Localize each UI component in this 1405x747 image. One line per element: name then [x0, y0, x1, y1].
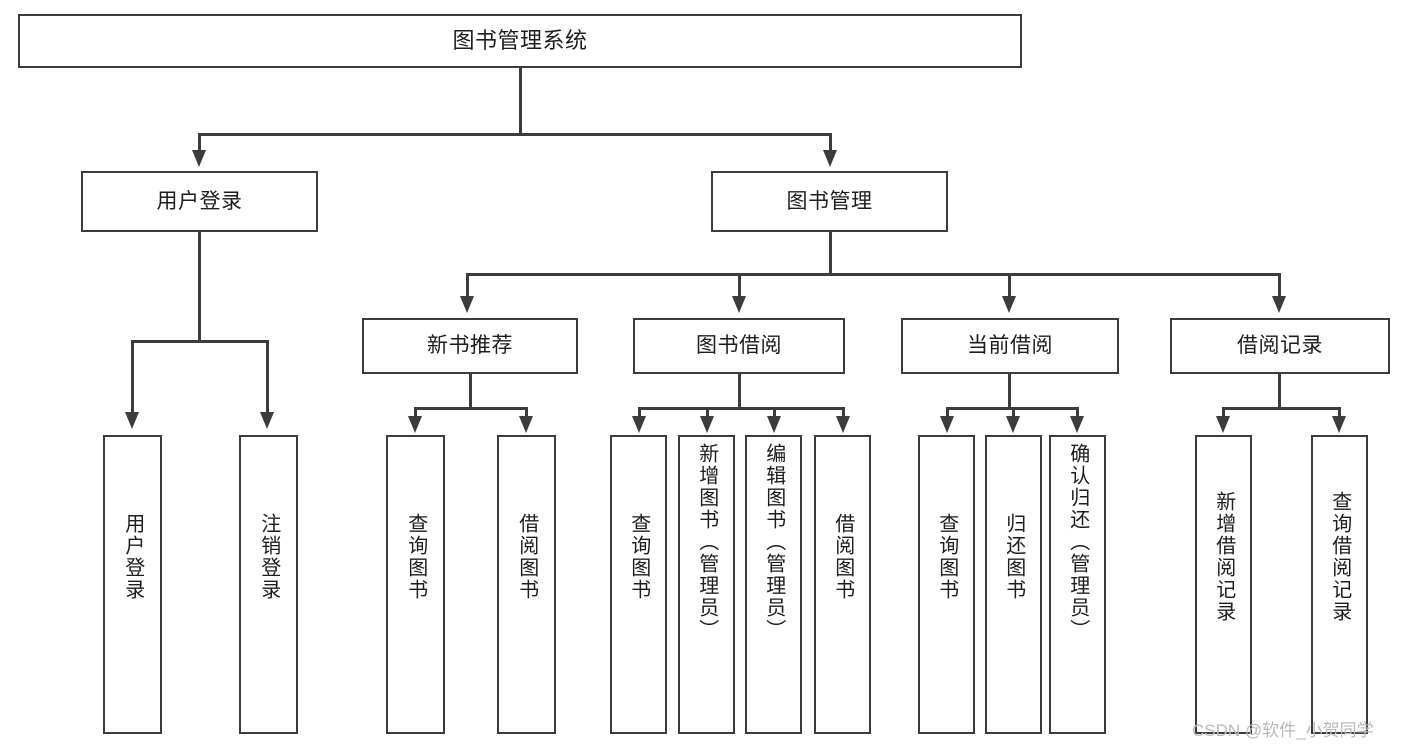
- arrowhead-leaf-query-book-1: [408, 416, 422, 433]
- arrowhead-leaf-query-book-2: [632, 416, 646, 433]
- connector-bb-drop-1: [638, 407, 641, 419]
- leaf-edit-book[interactable]: 编辑图书（管理员）: [745, 435, 802, 734]
- node-book-management[interactable]: 图书管理: [711, 171, 948, 232]
- leaf-confirm-return[interactable]: 确认归还（管理员）: [1049, 435, 1106, 734]
- node-label: 查询借阅记录: [1328, 491, 1351, 623]
- arrowhead-leaf-logout: [260, 412, 274, 429]
- node-label: 编辑图书（管理员）: [762, 443, 785, 641]
- node-book-management-system[interactable]: 图书管理系统: [18, 14, 1022, 68]
- connector-root-to-book-management: [829, 133, 832, 153]
- node-label: 图书借阅: [696, 334, 782, 358]
- arrowhead-leaf-user-login: [125, 412, 139, 429]
- node-borrow-record[interactable]: 借阅记录: [1170, 318, 1390, 374]
- connector-bm-drop-3: [1008, 273, 1011, 299]
- leaf-borrow-book-2[interactable]: 借阅图书: [814, 435, 871, 734]
- node-label: 查询图书: [935, 513, 958, 601]
- arrowhead-leaf-confirm-return: [1070, 416, 1084, 433]
- leaf-user-login[interactable]: 用户登录: [103, 435, 162, 734]
- connector-cb-drop-1: [946, 407, 949, 419]
- node-label: 借阅记录: [1237, 334, 1323, 358]
- node-label: 用户登录: [156, 189, 243, 213]
- connector-cb-stem: [1008, 374, 1011, 410]
- node-label: 新书推荐: [427, 334, 513, 358]
- node-label: 新增借阅记录: [1212, 491, 1235, 623]
- node-label: 归还图书: [1002, 513, 1025, 601]
- csdn-watermark: CSDN @软件_小贺同学: [1192, 721, 1374, 740]
- arrowhead-leaf-borrow-book-1: [519, 416, 533, 433]
- leaf-query-book-1[interactable]: 查询图书: [386, 435, 445, 734]
- connector-root-to-user-login: [198, 133, 201, 153]
- connector-user-login-drop-2: [266, 340, 269, 415]
- node-label: 借阅图书: [831, 513, 854, 601]
- connector-book-management-stem: [829, 232, 832, 275]
- node-current-borrow[interactable]: 当前借阅: [901, 318, 1119, 374]
- node-book-borrow[interactable]: 图书借阅: [633, 318, 845, 374]
- node-user-login[interactable]: 用户登录: [81, 171, 318, 232]
- arrowhead-leaf-query-record: [1332, 416, 1346, 433]
- connector-cb-drop-3: [1076, 407, 1079, 419]
- arrowhead-new-book-recommend: [460, 296, 474, 313]
- connector-user-login-stem: [198, 232, 201, 342]
- node-label: 查询图书: [627, 513, 650, 601]
- connector-bb-stem: [738, 374, 741, 410]
- connector-nbr-stem: [469, 374, 472, 410]
- leaf-query-book-3[interactable]: 查询图书: [918, 435, 975, 734]
- connector-cb-drop-2: [1012, 407, 1015, 419]
- connector-br-stem: [1278, 374, 1281, 410]
- node-label: 借阅图书: [515, 513, 538, 601]
- node-label: 查询图书: [404, 513, 427, 601]
- connector-nbr-drop-1: [414, 407, 417, 419]
- connector-bm-drop-4: [1278, 273, 1281, 299]
- leaf-add-record[interactable]: 新增借阅记录: [1195, 435, 1252, 734]
- arrowhead-leaf-borrow-book-2: [836, 416, 850, 433]
- node-label: 新增图书（管理员）: [695, 443, 718, 641]
- arrowhead-leaf-edit-book: [767, 416, 781, 433]
- connector-bm-drop-1: [466, 273, 469, 299]
- arrowhead-leaf-query-book-3: [940, 416, 954, 433]
- connector-bb-drop-4: [842, 407, 845, 419]
- node-label: 用户登录: [121, 513, 144, 601]
- node-label: 确认归还（管理员）: [1066, 443, 1089, 641]
- arrowhead-leaf-return-book: [1006, 416, 1020, 433]
- connector-book-management-bar: [466, 273, 1280, 276]
- leaf-return-book[interactable]: 归还图书: [985, 435, 1042, 734]
- node-label: 图书管理: [786, 189, 873, 213]
- connector-bb-drop-2: [706, 407, 709, 419]
- node-new-book-recommend[interactable]: 新书推荐: [362, 318, 578, 374]
- connector-nbr-bar: [414, 407, 527, 410]
- connector-bm-drop-2: [738, 273, 741, 299]
- leaf-query-book-2[interactable]: 查询图书: [610, 435, 667, 734]
- arrowhead-book-borrow: [732, 296, 746, 313]
- connector-nbr-drop-2: [525, 407, 528, 419]
- arrowhead-book-management: [823, 150, 837, 167]
- connector-root-bar: [198, 133, 832, 136]
- leaf-add-book[interactable]: 新增图书（管理员）: [678, 435, 735, 734]
- arrowhead-user-login: [192, 150, 206, 167]
- connector-bb-drop-3: [773, 407, 776, 419]
- connector-br-drop-2: [1338, 407, 1341, 419]
- leaf-logout[interactable]: 注销登录: [239, 435, 298, 734]
- node-label: 当前借阅: [967, 334, 1053, 358]
- leaf-borrow-book-1[interactable]: 借阅图书: [497, 435, 556, 734]
- node-label: 图书管理系统: [452, 27, 588, 53]
- arrowhead-leaf-add-book: [700, 416, 714, 433]
- arrowhead-borrow-record: [1272, 296, 1286, 313]
- leaf-query-record[interactable]: 查询借阅记录: [1311, 435, 1368, 734]
- connector-root-stem: [519, 68, 522, 135]
- connector-br-bar: [1222, 407, 1340, 410]
- arrowhead-leaf-add-record: [1216, 416, 1230, 433]
- connector-br-drop-1: [1222, 407, 1225, 419]
- connector-bb-bar: [638, 407, 844, 410]
- node-label: 注销登录: [257, 513, 280, 601]
- connector-user-login-bar: [131, 340, 268, 343]
- arrowhead-current-borrow: [1002, 296, 1016, 313]
- connector-user-login-drop-1: [131, 340, 134, 415]
